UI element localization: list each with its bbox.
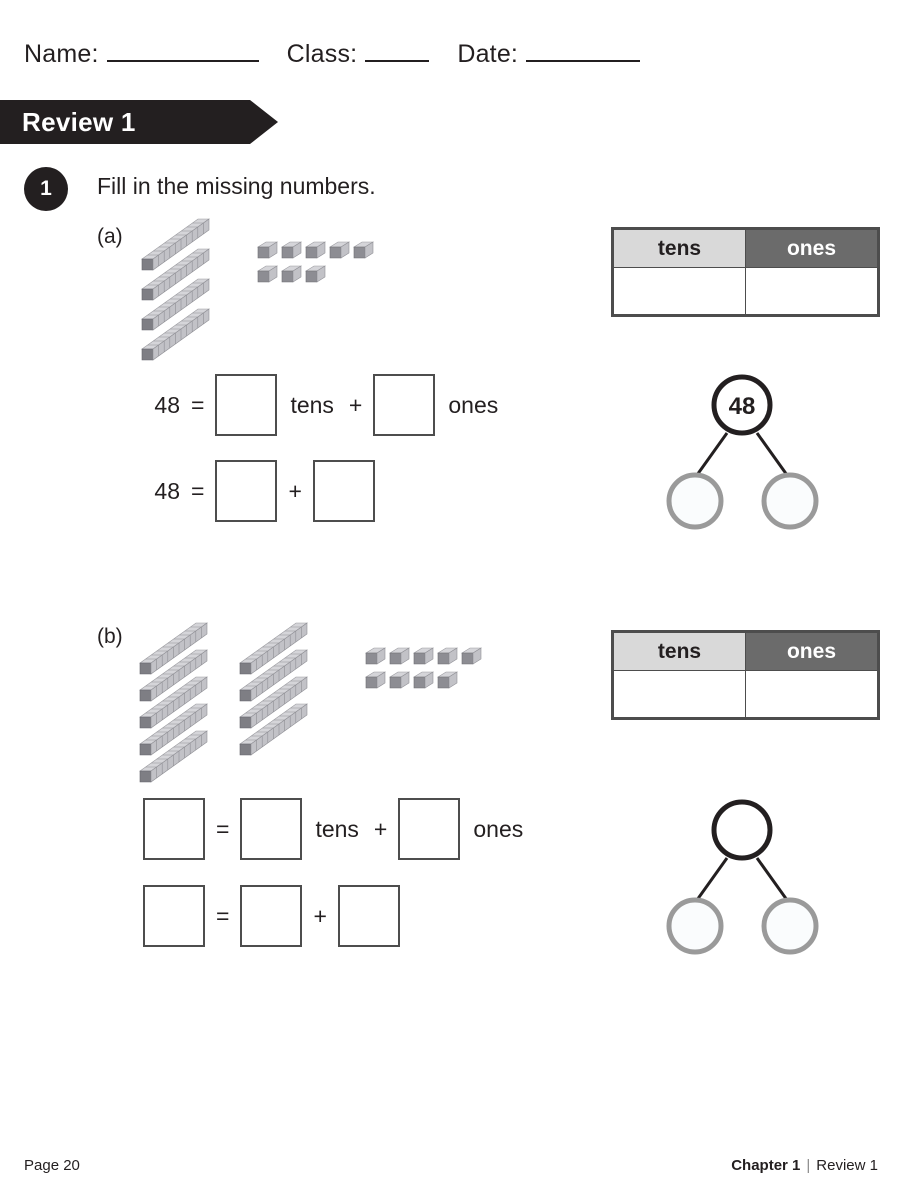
table-header-row: tens ones <box>613 632 878 671</box>
table-header-row: tens ones <box>613 229 878 268</box>
answer-box-total[interactable] <box>143 798 205 860</box>
name-label: Name: <box>24 40 99 68</box>
equation-b-1: = tens + ones <box>143 798 527 860</box>
date-write-line[interactable] <box>526 45 641 62</box>
equation-a-1: 48 = tens + ones <box>140 374 502 436</box>
answer-cell-tens[interactable] <box>613 670 746 718</box>
base-ten-blocks-a <box>141 218 374 361</box>
footer-chapter: Chapter 1 <box>731 1157 801 1174</box>
part-label-b: (b) <box>97 625 123 648</box>
bond-branch-right <box>755 432 789 476</box>
place-value-table-b: tens ones <box>611 630 880 720</box>
column-header-ones: ones <box>745 632 878 671</box>
table-row <box>613 267 878 315</box>
answer-box-part-b[interactable] <box>337 885 400 947</box>
bond-whole-circle <box>711 374 773 436</box>
column-header-tens: tens <box>613 632 746 671</box>
equals-sign: = <box>216 815 230 842</box>
number-bond-b <box>666 799 819 955</box>
bond-whole-circle <box>711 799 773 861</box>
question-instruction: Fill in the missing numbers. <box>97 173 376 199</box>
equation-b-2: = + <box>143 885 400 947</box>
answer-box-ones[interactable] <box>373 374 436 436</box>
bond-part-right-circle <box>761 472 819 530</box>
review-banner: Review 1 <box>0 100 278 144</box>
review-banner-title: Review 1 <box>22 106 136 137</box>
plus-sign: + <box>313 902 327 929</box>
answer-box-ones[interactable] <box>398 798 461 860</box>
footer-page-number: Page 20 <box>24 1157 80 1174</box>
answer-box-part-b[interactable] <box>312 460 375 522</box>
answer-cell-ones[interactable] <box>745 670 878 718</box>
question-number-badge: 1 <box>24 167 68 211</box>
table-row <box>613 670 878 718</box>
footer-separator: | <box>806 1157 811 1174</box>
place-value-table-a: tens ones <box>611 227 880 317</box>
footer-review: Review 1 <box>816 1157 878 1174</box>
answer-box-tens[interactable] <box>215 374 278 436</box>
bond-branch-left <box>695 857 729 901</box>
answer-cell-ones[interactable] <box>745 267 878 315</box>
equation-a-2: 48 = + <box>140 460 375 522</box>
base-ten-blocks-b <box>139 622 482 783</box>
bond-branch-right <box>755 857 789 901</box>
bond-whole-value: 48 <box>729 393 756 420</box>
name-write-line[interactable] <box>106 45 259 62</box>
plus-sign: + <box>348 391 363 418</box>
class-label: Class: <box>286 40 358 68</box>
class-write-line[interactable] <box>365 45 430 62</box>
answer-box-tens[interactable] <box>240 798 303 860</box>
label-ones: ones <box>448 391 499 418</box>
answer-box-part-a[interactable] <box>240 885 303 947</box>
student-info-header: Name: Class: Date: <box>24 40 646 69</box>
footer-chapter-info: Chapter 1 | Review 1 <box>731 1157 878 1174</box>
equation-a-2-left-value: 48 <box>154 477 180 504</box>
equals-sign: = <box>216 902 230 929</box>
bond-part-left-circle <box>666 897 724 955</box>
label-tens: tens <box>290 391 334 418</box>
bond-branch-left <box>695 432 729 476</box>
answer-cell-tens[interactable] <box>613 267 746 315</box>
column-header-tens: tens <box>613 229 746 268</box>
equation-a-1-left-value: 48 <box>154 391 180 418</box>
answer-box-total[interactable] <box>143 885 205 947</box>
column-header-ones: ones <box>745 229 878 268</box>
plus-sign: + <box>288 477 302 504</box>
bond-part-left-circle <box>666 472 724 530</box>
bond-part-right-circle <box>761 897 819 955</box>
label-tens: tens <box>315 815 359 842</box>
date-label: Date: <box>457 40 519 68</box>
answer-box-part-a[interactable] <box>215 460 278 522</box>
equals-sign: = <box>191 477 205 504</box>
page-footer: Page 20 Chapter 1 | Review 1 <box>0 1157 902 1174</box>
plus-sign: + <box>373 815 388 842</box>
part-label-a: (a) <box>97 225 123 248</box>
label-ones: ones <box>473 815 524 842</box>
number-bond-a: 48 <box>666 374 819 530</box>
equals-sign: = <box>191 391 205 418</box>
